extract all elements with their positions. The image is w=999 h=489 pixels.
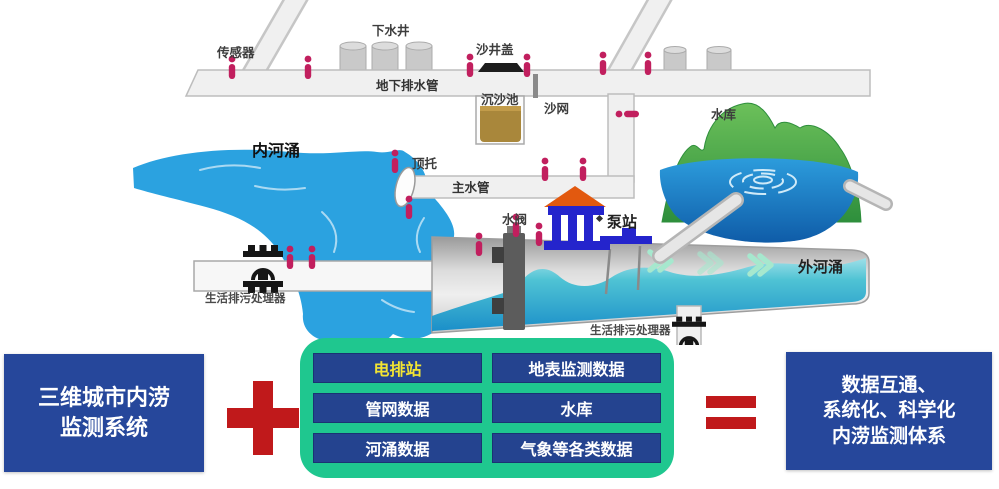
diagonal-feeder-pipe-left [237,0,309,90]
water-system-diagram: 传感器 下水井 地下排水管 沙井盖 沉沙池 沙网 水库 内河涌 顶托 主水管 水… [133,0,893,345]
manhole-cover [478,63,524,72]
sewer-well-label: 下水井 [372,23,410,38]
data-source-item: 水库 [492,393,661,423]
result-line3: 内涝监测体系 [831,425,946,447]
plus-icon [227,381,299,455]
data-source-item: 管网数据 [313,393,482,423]
plus-bar [227,408,299,428]
reservoir [652,102,893,264]
reservoir-label: 水库 [711,107,737,122]
sewage-processor-left-label: 生活排污处理器 [205,291,286,305]
vertical-connector-pipe [607,93,635,183]
result-line2: 系统化、科学化 [822,400,956,422]
main-water-pipe [403,175,635,199]
diagonal-feeder-pipe-right [601,0,673,90]
underground-drain-pipe-label: 地下排水管 [376,78,439,93]
top-support-label: 顶托 [412,156,438,171]
sand-net [533,74,538,98]
equals-bar [706,396,756,408]
manhole-cover-label: 沙井盖 [476,42,514,57]
sewer-well-cylinders [339,41,732,73]
data-source-item: 气象等各类数据 [492,433,661,463]
result-line1: 数据互通、 [841,375,937,397]
inner-river-label: 内河涌 [252,141,300,160]
sand-settling-basin [475,95,525,145]
reservoir-outlet-pipe [652,179,893,264]
sand-settling-basin-label: 沉沙池 [481,92,519,107]
system-title-box: 三维城市内涝 监测系统 [4,354,204,472]
diamond-bullet-icon [595,214,604,223]
pump-station-label: 泵站 [607,213,637,231]
plus-bar [253,381,273,455]
data-sources-panel: 电排站 地表监测数据 管网数据 水库 河涌数据 气象等各类数据 [300,338,674,478]
main-water-pipe-label: 主水管 [452,180,490,195]
sewage-pipe-left [193,260,445,292]
sensor-label: 传感器 [216,45,255,60]
data-source-item: 河涌数据 [313,433,482,463]
result-box: 数据互通、 系统化、科学化 内涝监测体系 [786,352,992,470]
outer-river-pipe [431,236,870,334]
outer-river-label: 外河涌 [797,258,843,276]
data-source-item: 电排站 [313,353,482,383]
system-title-line1: 三维城市内涝 [37,385,170,411]
system-title-line2: 监测系统 [59,415,148,440]
data-source-item: 地表监测数据 [492,353,661,383]
sand-net-label: 沙网 [544,102,569,116]
sewage-processor-bottom-label: 生活排污处理器 [590,323,671,337]
pump-station [544,186,652,295]
equals-bar [706,417,756,429]
equals-icon [706,396,756,430]
water-valve-label: 水阀 [502,212,527,227]
